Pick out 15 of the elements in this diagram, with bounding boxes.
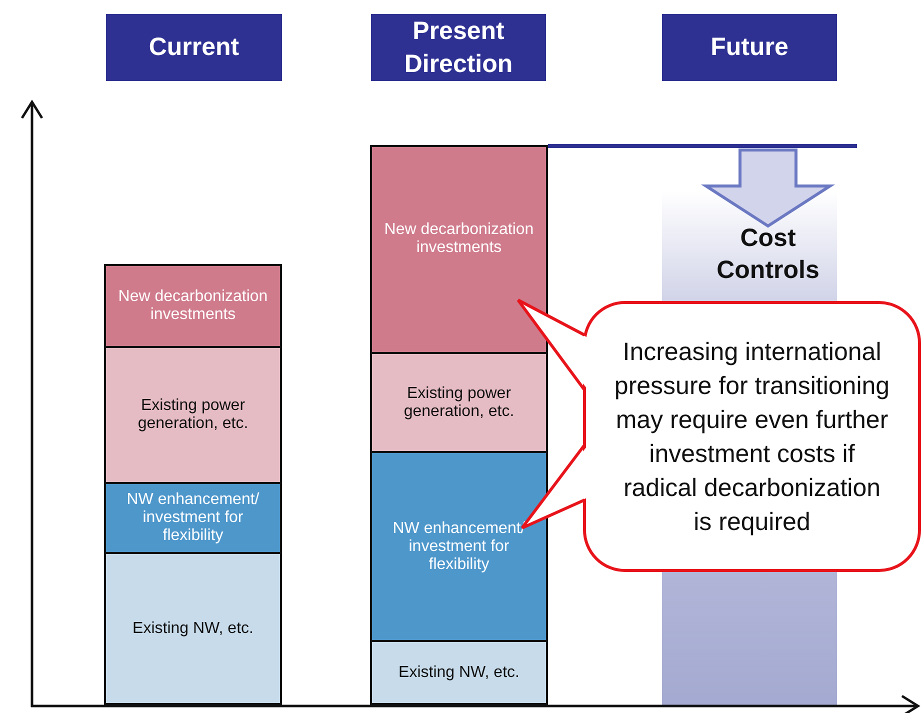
stacked-bar-segment: Existing power generation, etc. xyxy=(104,346,282,484)
column-header: Current xyxy=(106,14,282,81)
stacked-bar-segment: Existing power generation, etc. xyxy=(370,352,548,453)
stacked-bar-segment: Existing NW, etc. xyxy=(370,640,548,705)
annotation-text: Cost Controls xyxy=(716,223,820,286)
callout-bubble: Increasing international pressure for transitioning may require even further investment costs if radical decarbonization is required xyxy=(583,301,921,572)
callout-tail xyxy=(520,444,586,530)
stacked-bar-segment: New decarbonization investments xyxy=(370,145,548,354)
column-header: Future xyxy=(662,14,837,81)
stacked-bar-segment: New decarbonization investments xyxy=(104,264,282,348)
callout-tail xyxy=(516,298,586,392)
column-header: Present Direction xyxy=(371,14,546,81)
stacked-bar-segment: NW enhancement/ investment for flexibility xyxy=(104,482,282,554)
stacked-bar-segment: NW enhancement/ investment for flexibility xyxy=(370,451,548,642)
stacked-bar-segment: Existing NW, etc. xyxy=(104,552,282,705)
